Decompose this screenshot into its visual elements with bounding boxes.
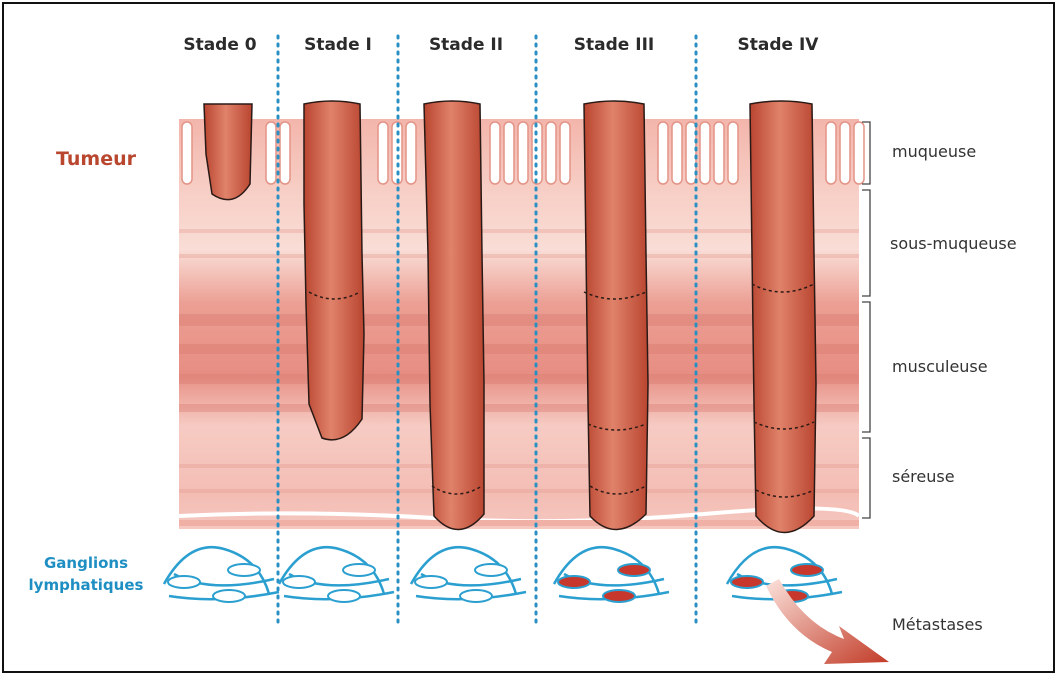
mucosa-crypt bbox=[714, 122, 724, 184]
mucosa-crypt bbox=[182, 122, 192, 184]
mucosa-crypt bbox=[504, 122, 514, 184]
colon-cancer-stages-diagram: Stade 0 Stade I Stade II Stade III Stade… bbox=[4, 4, 1055, 673]
lymph-node bbox=[283, 576, 315, 588]
stage-label-2: Stade II bbox=[429, 35, 503, 55]
mucosa-crypt bbox=[490, 122, 500, 184]
lymph-node bbox=[328, 590, 360, 602]
lymph-node bbox=[213, 590, 245, 602]
layer-label-musculeuse: musculeuse bbox=[892, 357, 988, 376]
tumor-stade-2 bbox=[424, 101, 484, 530]
mucosa-crypt bbox=[658, 122, 668, 184]
mucosa-crypt bbox=[854, 122, 864, 184]
lymph-node-group-stade-2 bbox=[411, 547, 526, 602]
mucosa-crypt bbox=[280, 122, 290, 184]
lymph-node-invaded bbox=[791, 564, 823, 576]
tumor-stade-4 bbox=[750, 101, 816, 533]
mucosa-crypt bbox=[686, 122, 696, 184]
metastases-label: Métastases bbox=[892, 615, 983, 634]
lymph-node bbox=[475, 564, 507, 576]
mucosa-crypt bbox=[728, 122, 738, 184]
lymph-nodes bbox=[164, 547, 842, 602]
lymph-node-group-stade-0 bbox=[164, 547, 279, 602]
tumor-stade-3 bbox=[584, 101, 648, 530]
layer-label-muqueuse: muqueuse bbox=[892, 142, 976, 161]
lymph-node-invaded bbox=[618, 564, 650, 576]
mucosa-crypt bbox=[840, 122, 850, 184]
mucosa-crypt bbox=[700, 122, 710, 184]
layer-label-sous-muqueuse: sous-muqueuse bbox=[890, 234, 1017, 253]
tumeur-label: Tumeur bbox=[56, 148, 137, 170]
stage-label-1: Stade I bbox=[304, 35, 372, 55]
metastasis-arrow bbox=[766, 579, 889, 664]
lymph-node bbox=[228, 564, 260, 576]
lymph-node-group-stade-3 bbox=[554, 547, 669, 602]
mucosa-crypt bbox=[560, 122, 570, 184]
lymph-node bbox=[415, 576, 447, 588]
stage-label-4: Stade IV bbox=[738, 35, 820, 55]
mucosa-crypt bbox=[266, 122, 276, 184]
mucosa-crypt bbox=[826, 122, 836, 184]
lymph-node-invaded bbox=[603, 590, 635, 602]
mucosa-crypt bbox=[378, 122, 388, 184]
ganglions-label-line1: Ganglions bbox=[44, 554, 128, 572]
mucosa-crypt bbox=[406, 122, 416, 184]
lymph-node bbox=[343, 564, 375, 576]
mucosa-crypt bbox=[546, 122, 556, 184]
stage-label-0: Stade 0 bbox=[183, 35, 256, 55]
mucosa-crypt bbox=[672, 122, 682, 184]
lymph-node-invaded bbox=[558, 576, 590, 588]
tumor-stade-0 bbox=[204, 104, 252, 200]
tumor-stade-1 bbox=[304, 101, 364, 440]
stage-label-3: Stade III bbox=[574, 35, 654, 55]
lymph-node-invaded bbox=[731, 576, 763, 588]
lymph-node bbox=[168, 576, 200, 588]
lymph-node-group-stade-1 bbox=[279, 547, 394, 602]
serosa-bottom bbox=[179, 520, 859, 526]
ganglions-label-line2: lymphatiques bbox=[29, 576, 144, 594]
layer-label-sereuse: séreuse bbox=[892, 467, 955, 486]
mucosa-crypt bbox=[518, 122, 528, 184]
lymph-node bbox=[460, 590, 492, 602]
